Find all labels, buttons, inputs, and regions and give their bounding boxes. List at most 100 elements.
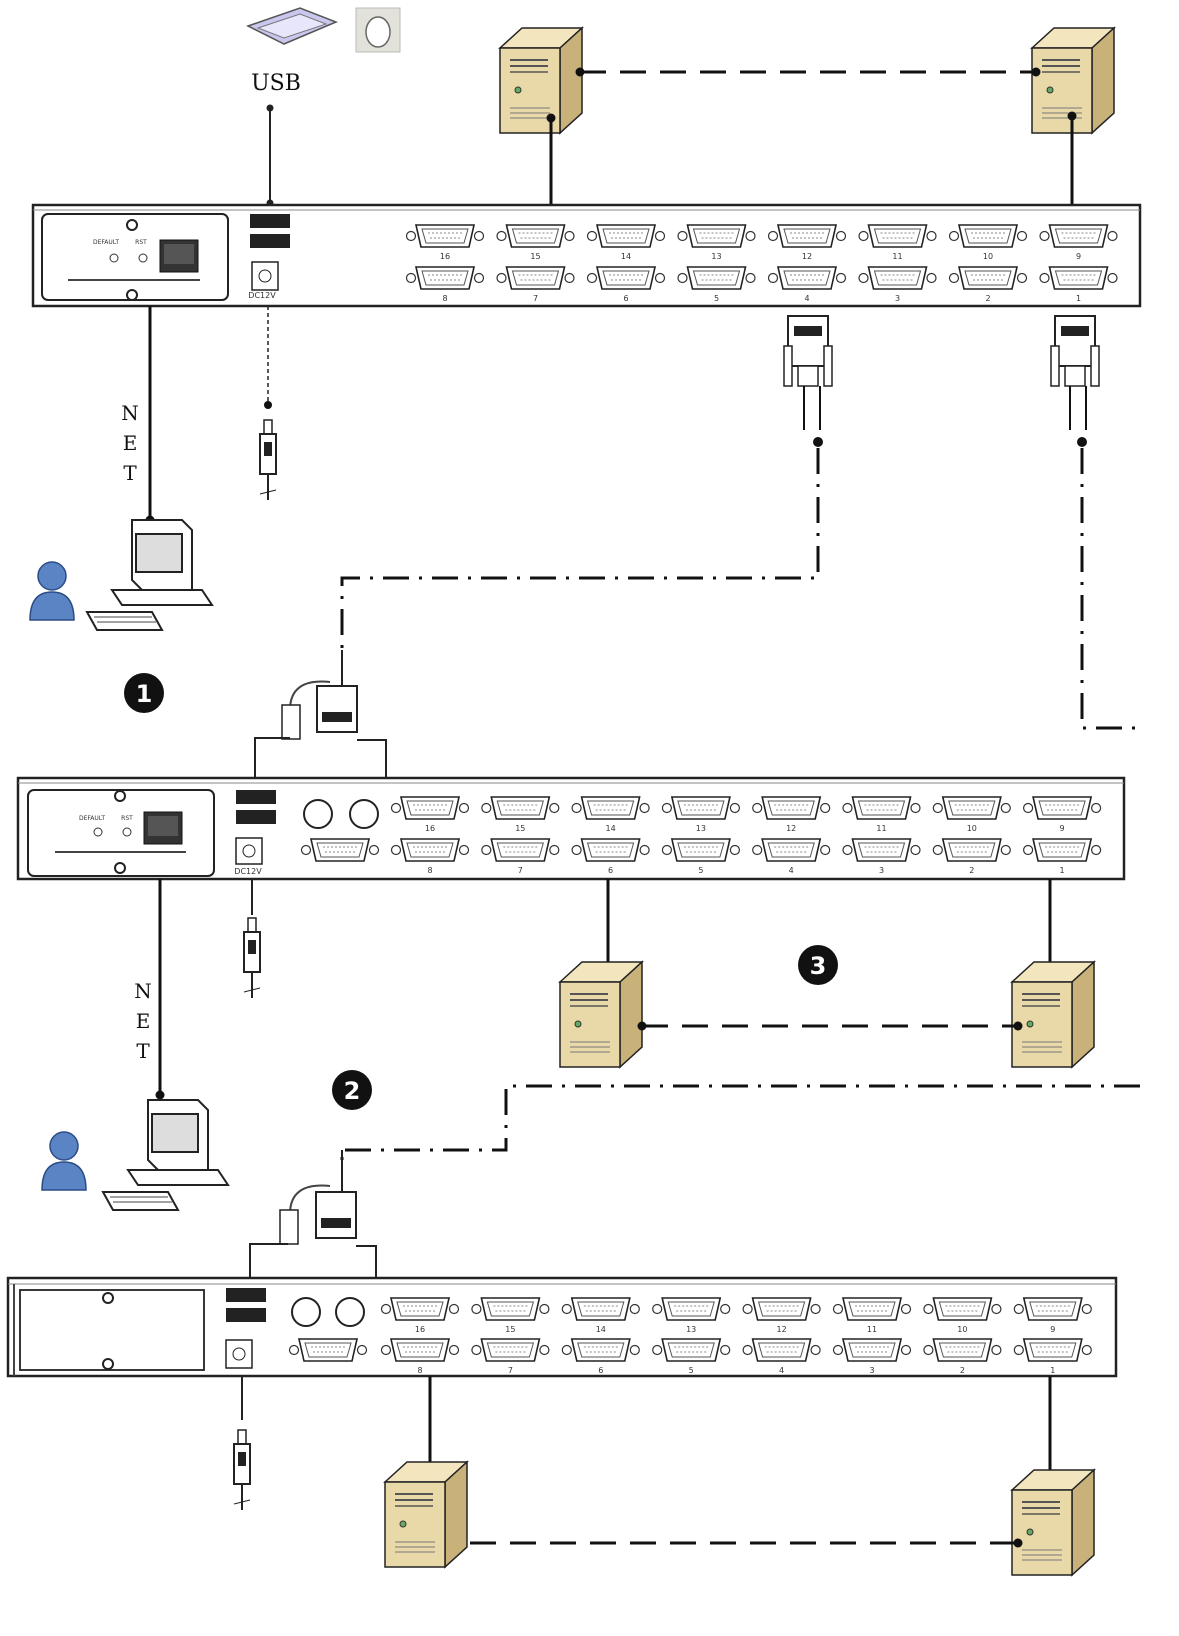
- power-plug-icon: [233, 1429, 251, 1511]
- port-bank-unit-1: 16 15 14 13 12 11 10 9 8 7 6 5 4 3 2 1: [405, 224, 1118, 303]
- computer-icon: [86, 519, 213, 631]
- port-bank-unit-3: 16 15 14 13 12 11 10 9 8 7 6 5 4 3 2 1: [380, 1297, 1093, 1375]
- port-number-label: 13: [686, 1325, 696, 1334]
- port-number-label: 14: [621, 252, 631, 261]
- port-number-label: 6: [623, 294, 628, 303]
- port-number-label: 14: [606, 824, 616, 833]
- usb-port: [236, 790, 276, 804]
- power-plug-icon: [243, 917, 261, 999]
- net-label-n: N: [134, 979, 152, 1003]
- net-label-t: T: [123, 461, 137, 485]
- cascade-link: [1080, 448, 1140, 730]
- server-icon: [559, 961, 643, 1068]
- usb-port: [226, 1308, 266, 1322]
- port-number-label: 9: [1060, 824, 1065, 833]
- port-number-label: 3: [869, 1366, 874, 1375]
- mouse-icon: [355, 7, 401, 53]
- port-number-label: 13: [696, 824, 706, 833]
- port-number-label: 10: [967, 824, 977, 833]
- port-number-label: 8: [442, 294, 447, 303]
- cascade-cable-head: [1050, 315, 1100, 387]
- port-number-label: 11: [876, 824, 886, 833]
- port-number-label: 2: [985, 294, 990, 303]
- cascade-cable-head: [783, 315, 833, 387]
- port-number-label: 1: [1060, 866, 1065, 875]
- port-number-label: 16: [415, 1325, 425, 1334]
- server-icon: [1011, 961, 1095, 1068]
- usb-label: USB: [251, 71, 301, 96]
- keyboard-icon: [246, 7, 338, 45]
- step-badge-3: [798, 945, 838, 985]
- port-number-label: 2: [969, 866, 974, 875]
- ps2-port: [349, 799, 379, 829]
- server-icon: [499, 27, 583, 134]
- port-number-label: 4: [779, 1366, 784, 1375]
- usb-port: [226, 1288, 266, 1302]
- port-number-label: 8: [417, 1366, 422, 1375]
- user-icon: [29, 561, 75, 621]
- net-label-e: E: [123, 431, 138, 455]
- step-badge-2: [332, 1070, 372, 1110]
- port-number-label: 10: [983, 252, 993, 261]
- server-icon: [1011, 1469, 1095, 1576]
- port-number-label: 9: [1050, 1325, 1055, 1334]
- port-number-label: 9: [1076, 252, 1081, 261]
- port-number-label: 6: [598, 1366, 603, 1375]
- kvm-unit-1: DEFAULT RST DC12V: [31, 203, 1142, 308]
- unit-3-console-cables: [249, 1150, 377, 1340]
- port-number-label: 12: [777, 1325, 787, 1334]
- dc12v-label: DC12V: [234, 867, 262, 876]
- usb-port: [236, 810, 276, 824]
- port-number-label: 7: [518, 866, 523, 875]
- port-number-label: 2: [960, 1366, 965, 1375]
- port-number-label: 15: [530, 252, 540, 261]
- ps2-port: [291, 1297, 321, 1327]
- port-number-label: 15: [505, 1325, 515, 1334]
- rst-label: RST: [135, 239, 147, 246]
- port-number-label: 3: [895, 294, 900, 303]
- step-badge-1: [124, 673, 164, 713]
- usb-port: [250, 214, 290, 228]
- port-number-label: 1: [1076, 294, 1081, 303]
- port-number-label: 14: [596, 1325, 606, 1334]
- net-label-e: E: [136, 1009, 151, 1033]
- computer-icon: [102, 1099, 229, 1211]
- port-number-label: 16: [440, 252, 450, 261]
- dc-jack: [235, 837, 263, 865]
- port-number-label: 5: [698, 866, 703, 875]
- cascade-link: [340, 448, 820, 650]
- step-badge-1-text: 1: [136, 680, 153, 708]
- usb-port: [250, 234, 290, 248]
- port-number-label: 13: [711, 252, 721, 261]
- port-number-label: 7: [508, 1366, 513, 1375]
- dc12v-label: DC12V: [248, 291, 276, 300]
- net-label-t: T: [136, 1039, 150, 1063]
- port-number-label: 7: [533, 294, 538, 303]
- ps2-port: [335, 1297, 365, 1327]
- port-number-label: 3: [879, 866, 884, 875]
- net-label-n: N: [121, 401, 139, 425]
- port-number-label: 5: [689, 1366, 694, 1375]
- rst-label: RST: [121, 815, 133, 822]
- server-icon: [384, 1461, 468, 1568]
- kvm-unit-2: DEFAULT RST DC12V: [16, 776, 1126, 881]
- ps2-port: [303, 799, 333, 829]
- port-number-label: 16: [425, 824, 435, 833]
- port-number-label: 8: [427, 866, 432, 875]
- port-number-label: 15: [515, 824, 525, 833]
- step-badge-3-text: 3: [810, 952, 827, 980]
- power-plug-icon: [259, 419, 277, 501]
- port-number-label: 4: [804, 294, 809, 303]
- port-number-label: 11: [892, 252, 902, 261]
- port-number-label: 1: [1050, 1366, 1055, 1375]
- port-number-label: 5: [714, 294, 719, 303]
- port-number-label: 12: [802, 252, 812, 261]
- port-number-label: 10: [957, 1325, 967, 1334]
- port-number-label: 12: [786, 824, 796, 833]
- port-number-label: 11: [867, 1325, 877, 1334]
- default-label: DEFAULT: [93, 239, 119, 246]
- step-badge-2-text: 2: [344, 1077, 361, 1105]
- user-icon: [41, 1131, 87, 1191]
